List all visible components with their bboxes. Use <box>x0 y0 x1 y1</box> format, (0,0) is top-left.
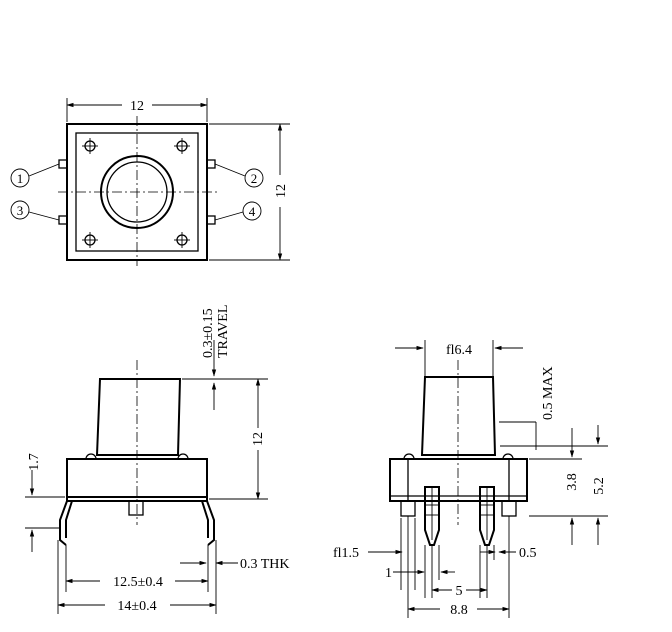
side-foot-left <box>400 500 416 517</box>
front-view: 0.3±0.15 TRAVEL 12 1.7 0.3 THK 12.5±0.4 … <box>25 305 290 614</box>
front-leg-left <box>59 500 68 546</box>
pin-1-label: 1 <box>17 171 24 186</box>
thickness-dimension: 0.3 THK <box>240 557 290 572</box>
travel-value: 0.3±0.15 <box>201 308 216 358</box>
top-height-dimension: 12 <box>274 184 289 198</box>
plunger-outer <box>100 155 174 229</box>
pin-2-label: 2 <box>251 171 258 186</box>
total-dimension: 14±0.4 <box>117 599 156 614</box>
plunger-inner <box>106 161 168 223</box>
front-leg-right <box>206 500 215 546</box>
pin-diameter-dimension: fl1.5 <box>333 546 359 561</box>
top-width-dimension: 12 <box>130 99 144 114</box>
travel-word: TRAVEL <box>216 305 231 358</box>
dimension-3-8: 3.8 <box>565 473 580 491</box>
dimension-0-5: 0.5 <box>519 546 537 561</box>
pin-4-label: 4 <box>249 204 256 219</box>
max-dimension: 0.5 MAX <box>541 366 556 420</box>
corner-posts <box>82 138 190 248</box>
span-dimension: 12.5±0.4 <box>113 575 163 590</box>
pin-3-label: 3 <box>17 203 24 218</box>
side-view: fl6.4 0.5 MAX 3.8 5.2 fl1.5 1 0.5 <box>333 340 608 618</box>
front-height-dimension: 12 <box>251 432 266 446</box>
dimension-5-2: 5.2 <box>592 477 607 495</box>
dimension-1: 1 <box>385 566 392 581</box>
side-body <box>389 458 528 502</box>
front-bottom-nub <box>128 500 144 516</box>
front-plunger <box>95 378 182 456</box>
side-foot-right <box>501 500 517 517</box>
pin-callouts: 1 3 2 4 <box>10 163 264 221</box>
cap-diameter-dimension: fl6.4 <box>446 343 472 358</box>
dimension-8-8: 8.8 <box>450 603 468 618</box>
pin-pitch-dimension: 5 <box>456 584 463 599</box>
front-base-dimension: 1.7 <box>27 453 42 471</box>
side-pins <box>424 486 495 546</box>
side-plunger <box>420 376 497 456</box>
top-view: 1 3 2 4 12 12 <box>10 98 290 266</box>
